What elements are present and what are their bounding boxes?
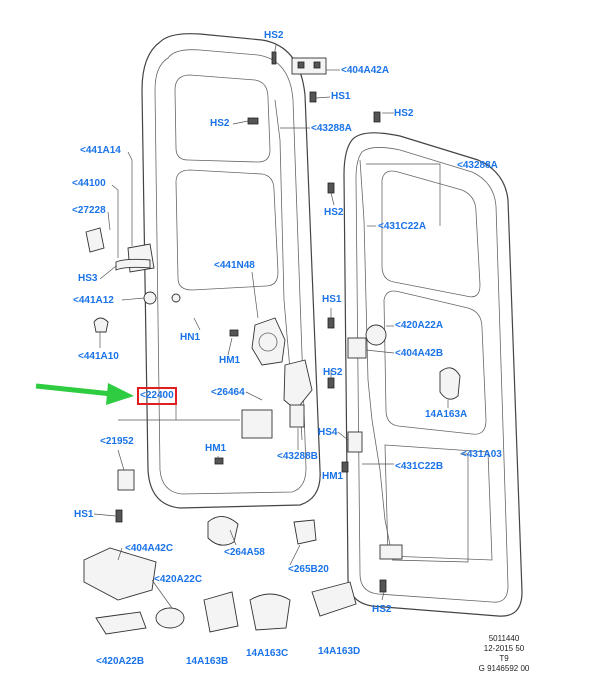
reference-block: 5011440 12-2015 50 T9 G 9146592 00	[456, 634, 552, 678]
callout-404A42B[interactable]: <404A42B	[395, 348, 444, 359]
callout-14A163B[interactable]: 14A163B	[186, 656, 229, 667]
callout-431A03[interactable]: <431A03	[461, 449, 502, 460]
reference-line: 12-2015 50	[483, 644, 525, 653]
callout-43288A[interactable]: <43288A	[457, 160, 498, 171]
callout-14A163C[interactable]: 14A163C	[246, 648, 289, 659]
left-lock-mechanism	[251, 317, 313, 428]
callout-hs2[interactable]: HS2	[372, 604, 392, 615]
leader-lines	[93, 44, 469, 609]
callout-hs4[interactable]: HS4	[318, 427, 338, 438]
callout-hs1[interactable]: HS1	[322, 294, 342, 305]
callout-265B20[interactable]: <265B20	[288, 564, 329, 575]
reference-line: 5011440	[488, 634, 520, 643]
right-cable	[359, 159, 393, 556]
callout-404A42A[interactable]: <404A42A	[341, 65, 390, 76]
callout-hs2[interactable]: HS2	[323, 367, 343, 378]
callout-441A10[interactable]: <441A10	[78, 351, 119, 362]
right-door-upper-window	[381, 170, 481, 298]
left-handle-group	[85, 227, 273, 491]
callout-441A12[interactable]: <441A12	[73, 295, 114, 306]
callout-431C22A[interactable]: <431C22A	[378, 221, 427, 232]
left-door-lower-window	[175, 169, 279, 291]
left-door-outline	[141, 33, 321, 509]
reference-line: G 9146592 00	[478, 664, 530, 673]
callout-431C22B[interactable]: <431C22B	[395, 461, 444, 472]
upper-hinge-part	[291, 57, 327, 75]
callout-hs2[interactable]: HS2	[264, 30, 284, 41]
highlight-arrow	[35, 383, 134, 405]
callout-hm1[interactable]: HM1	[322, 471, 344, 482]
callout-hm1[interactable]: HM1	[219, 355, 241, 366]
callout-441A14[interactable]: <441A14	[80, 145, 121, 156]
callout-27228[interactable]: <27228	[72, 205, 106, 216]
callout-404A42C[interactable]: <404A42C	[125, 543, 174, 554]
callout-14A163A[interactable]: 14A163A	[425, 409, 468, 420]
lower-parts	[83, 516, 357, 635]
callout-hm1[interactable]: HM1	[205, 443, 227, 454]
callout-264A58[interactable]: <264A58	[224, 547, 265, 558]
reference-line: T9	[499, 654, 509, 663]
callout-21952[interactable]: <21952	[100, 436, 134, 447]
callout-hn1[interactable]: HN1	[180, 332, 201, 343]
callout-22400[interactable]: <22400	[137, 387, 177, 405]
callout-14A163D[interactable]: 14A163D	[318, 646, 361, 657]
callout-hs3[interactable]: HS3	[78, 273, 98, 284]
callout-hs1[interactable]: HS1	[331, 91, 351, 102]
callout-441N48[interactable]: <441N48	[214, 260, 255, 271]
callout-hs1[interactable]: HS1	[74, 509, 94, 520]
callout-hs2[interactable]: HS2	[210, 118, 230, 129]
callout-hs2[interactable]: HS2	[324, 207, 344, 218]
callout-43288B[interactable]: <43288B	[277, 451, 318, 462]
right-door-lower-window	[383, 290, 487, 435]
callout-420A22C[interactable]: <420A22C	[154, 574, 203, 585]
right-door-parts	[347, 324, 461, 560]
callout-44100[interactable]: <44100	[72, 178, 106, 189]
callout-26464[interactable]: <26464	[211, 387, 245, 398]
callout-420A22A[interactable]: <420A22A	[395, 320, 444, 331]
right-door-outline	[343, 132, 523, 617]
callout-hs2[interactable]: HS2	[394, 108, 414, 119]
left-door-upper-window	[174, 74, 271, 163]
callout-43288A[interactable]: <43288A	[311, 123, 352, 134]
callout-420A22B[interactable]: <420A22B	[96, 656, 145, 667]
